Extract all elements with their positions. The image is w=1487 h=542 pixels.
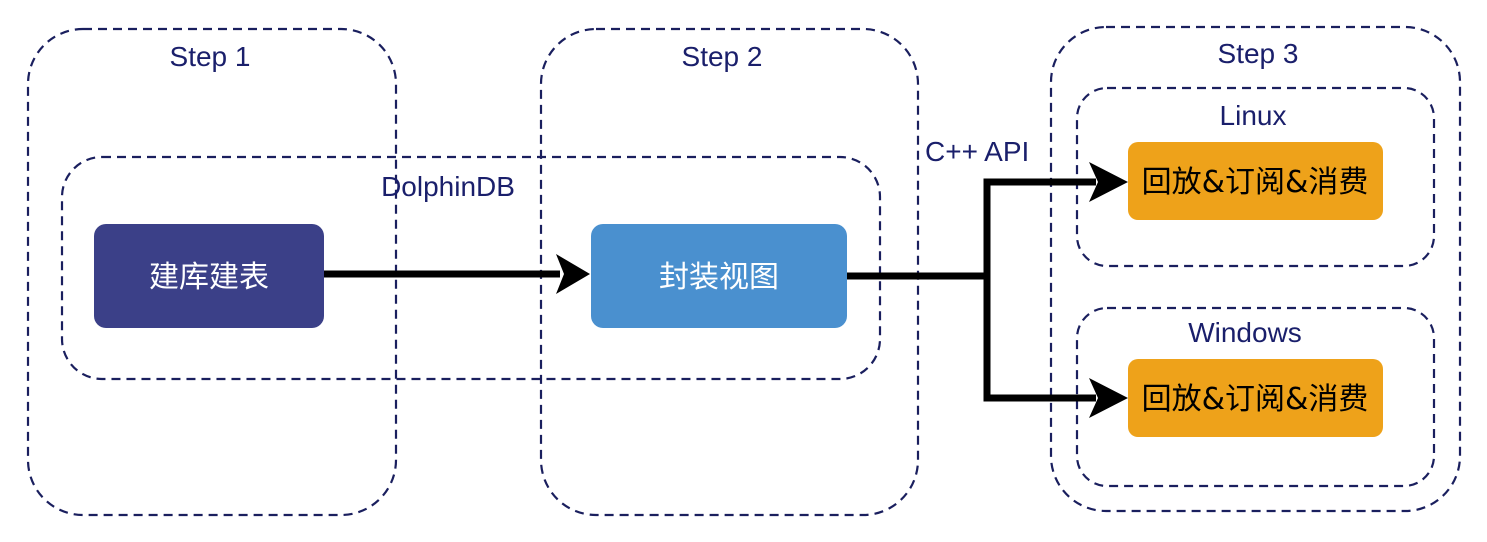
- dolphindb-container: [60, 155, 882, 381]
- node-wrap-view-label: 封装视图: [659, 260, 779, 295]
- arrowhead-windows: [1089, 378, 1128, 418]
- node-wrap-view[interactable]: 封装视图: [591, 224, 847, 328]
- node-windows-consume-box[interactable]: [1128, 359, 1383, 437]
- edge-view-to-linux: [846, 178, 1096, 280]
- linux-label: Linux: [1220, 100, 1287, 131]
- node-create-db[interactable]: 建库建表: [94, 224, 324, 328]
- node-windows-consume-label: 回放&订阅&消费: [1142, 382, 1369, 417]
- node-windows-consume[interactable]: 回放&订阅&消费: [1128, 359, 1383, 437]
- node-linux-consume-label: 回放&订阅&消费: [1142, 165, 1369, 200]
- node-linux-consume[interactable]: 回放&订阅&消费: [1128, 142, 1383, 220]
- arrowhead-view: [556, 254, 590, 294]
- step3-container: [1049, 25, 1462, 513]
- api-label: C++ API: [925, 136, 1029, 167]
- node-wrap-view-box[interactable]: [591, 224, 847, 328]
- edge-view-to-windows: [983, 276, 1096, 402]
- dolphindb-label: DolphinDB: [381, 171, 515, 202]
- windows-label: Windows: [1188, 317, 1302, 348]
- step2-label: Step 2: [682, 41, 763, 72]
- node-create-db-label: 建库建表: [149, 260, 269, 295]
- arrowhead-linux: [1089, 162, 1128, 202]
- step3-label: Step 3: [1218, 38, 1299, 69]
- node-linux-consume-box[interactable]: [1128, 142, 1383, 220]
- node-create-db-box[interactable]: [94, 224, 324, 328]
- step1-label: Step 1: [170, 41, 251, 72]
